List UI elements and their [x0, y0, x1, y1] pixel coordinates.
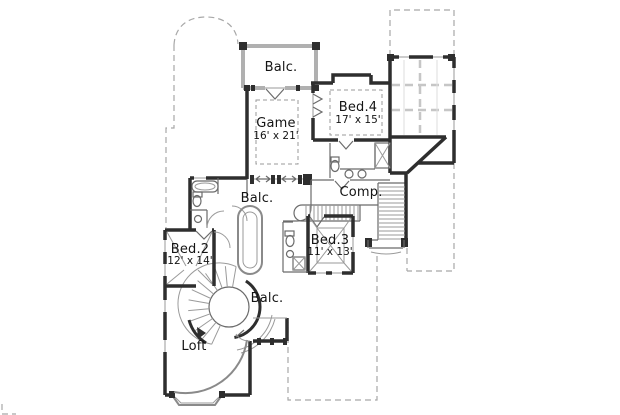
game-ceiling-outline	[255, 99, 299, 165]
bathroom-upper-fixtures	[311, 142, 391, 190]
bathroom-left-fixtures	[188, 176, 248, 230]
balcony-top-walls	[239, 42, 320, 100]
main-staircase	[365, 173, 408, 255]
room-label-game: Game	[256, 116, 296, 131]
bed3-tray-ceiling	[316, 227, 345, 264]
room-label-bed4: Bed.4	[339, 100, 378, 115]
toilet	[192, 194, 202, 208]
bay-window-stairs	[370, 251, 402, 255]
window-symbols-game	[255, 175, 297, 183]
door-swing-bed2	[195, 230, 213, 240]
spiral-stair-treads	[188, 266, 237, 345]
closet-x	[374, 142, 391, 169]
room-label-bed2: Bed.2	[171, 242, 210, 257]
room-dims-bed2: 12' x 14'	[167, 255, 212, 267]
sink-basin	[344, 169, 354, 179]
room-bed2-walls	[163, 228, 231, 288]
room-dims-bed3: 11' x 13'	[307, 246, 352, 258]
bed2-tray-ceiling	[166, 231, 213, 285]
main-stair-treads	[379, 186, 405, 240]
french-door-chevrons-bed4	[312, 93, 324, 118]
spiral-stair-well	[208, 286, 250, 328]
bathroom-bed3-fixtures	[282, 221, 308, 273]
bonus-room-walls	[387, 54, 456, 175]
sink-basin	[193, 214, 203, 224]
toilet	[330, 159, 340, 173]
room-loft-walls	[163, 286, 289, 406]
loft-arch	[173, 339, 248, 395]
door-swing-bed3	[309, 216, 325, 229]
closet-x	[292, 256, 306, 271]
room-bed3-walls	[306, 214, 355, 275]
roof-outline-dashed	[1, 9, 455, 415]
room-dims-game: 16' x 21'	[253, 130, 298, 142]
room-label-balc-top: Balc.	[265, 60, 298, 75]
sink-basin	[357, 169, 367, 179]
room-dims-bed4: 17' x 15'	[335, 114, 380, 126]
bed4-ceiling-outline	[329, 89, 383, 136]
room-bed4-walls	[311, 73, 390, 150]
room-label-bed3: Bed.3	[311, 233, 350, 248]
overlook-shaft	[237, 205, 263, 275]
sink-basin	[285, 249, 295, 259]
room-label-loft: Loft	[181, 339, 206, 354]
toilet	[285, 234, 295, 248]
room-labels: Balc. Game 16' x 21' Bed.4 17' x 15' Com…	[167, 60, 382, 354]
bay-window-loft	[171, 394, 223, 406]
door-swings-bath	[206, 205, 248, 229]
room-label-balc-mid: Balc.	[241, 191, 274, 206]
room-label-comp: Comp.	[339, 185, 382, 200]
door-swing-bed4	[338, 140, 354, 150]
door-swing-balcony-game	[265, 88, 285, 100]
straight-stair-treads	[305, 205, 359, 221]
spiral-stair-curved-wall	[234, 279, 262, 339]
room-label-balc-low: Balc.	[251, 291, 284, 306]
door-swing-bath	[334, 180, 350, 190]
room-game-walls	[244, 85, 319, 185]
stair-direction-arrow	[197, 327, 206, 339]
